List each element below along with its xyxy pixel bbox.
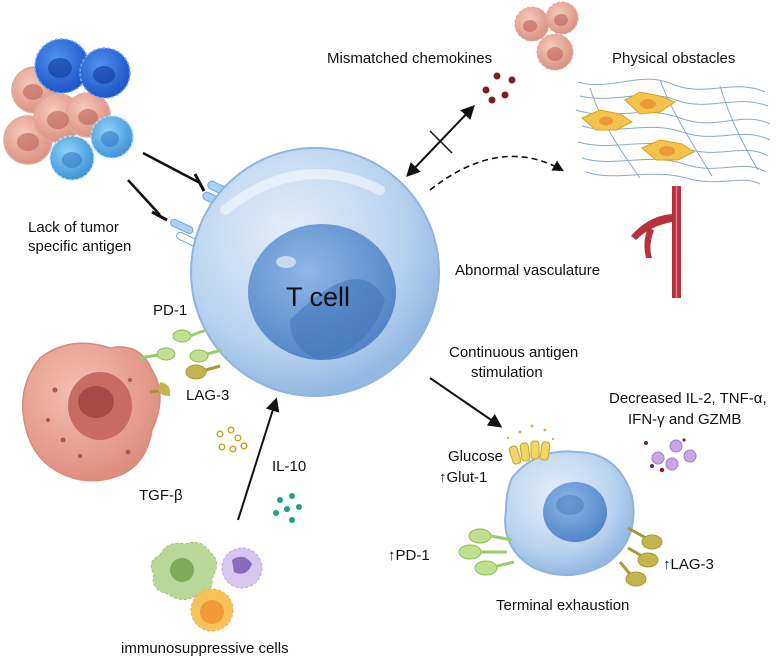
decreased-cytokines-label-line1: Decreased IL-2, TNF-α,: [609, 390, 767, 407]
dashed-arrow: [429, 155, 564, 191]
pd1-label: PD-1: [153, 302, 188, 319]
lack-antigen-label-line2: specific antigen: [28, 238, 132, 255]
exhaustion-arrow: [429, 377, 503, 428]
continuous-stimulation-label-line2: stimulation: [471, 364, 543, 381]
tumor-cell-cluster: [3, 38, 134, 181]
glut1-label: ↑Glut-1: [439, 469, 488, 486]
t-cell: [190, 147, 440, 397]
terminal-exhaustion-label: Terminal exhaustion: [496, 597, 630, 614]
macrophage: [21, 342, 161, 482]
immunosuppressive-cells-label: immunosuppressive cells: [121, 640, 289, 657]
glut1-transporters: [508, 440, 551, 465]
inhibition-lines: [127, 151, 206, 222]
pd1-ligand-pairs: [139, 328, 223, 363]
cytokine-dots: [644, 438, 697, 473]
immunosuppressive-cell-group: [150, 541, 263, 632]
up-lag3-label: ↑LAG-3: [663, 556, 714, 573]
exhausted-t-cell: [504, 450, 635, 577]
abnormal-vasculature-label: Abnormal vasculature: [455, 262, 601, 279]
glucose-label: Glucose: [448, 448, 504, 465]
tumor-cells-top: [514, 1, 579, 71]
il10-label: IL-10: [272, 458, 307, 475]
tgf-beta-label: TGF-β: [139, 487, 183, 504]
chemokine-dots: [482, 72, 516, 104]
continuous-stimulation-label-line1: Continuous antigen: [449, 344, 579, 361]
glucose-dots: [506, 424, 555, 441]
chemokine-double-arrow: [406, 104, 475, 178]
blood-vessel: [631, 186, 681, 298]
tgf-beta-dots: [216, 426, 248, 453]
lag3-ligand-pairs: [149, 364, 221, 396]
lag3-label: LAG-3: [186, 387, 230, 404]
extracellular-matrix: [575, 78, 771, 185]
t-cell-label: T cell: [286, 282, 351, 312]
exhausted-lag3-receptors: [618, 526, 663, 587]
physical-obstacles-label: Physical obstacles: [612, 50, 736, 67]
up-pd1-label: ↑PD-1: [388, 547, 430, 564]
il10-dots: [273, 493, 302, 523]
mismatched-chemokines-label: Mismatched chemokines: [327, 50, 493, 67]
exhausted-pd1-receptors: [458, 528, 515, 576]
decreased-cytokines-label-line2: IFN-γ and GZMB: [628, 411, 742, 428]
fibroblast-cells: [581, 91, 695, 161]
lack-antigen-label-line1: Lack of tumor: [28, 219, 119, 236]
suppression-arrow: [237, 397, 280, 521]
